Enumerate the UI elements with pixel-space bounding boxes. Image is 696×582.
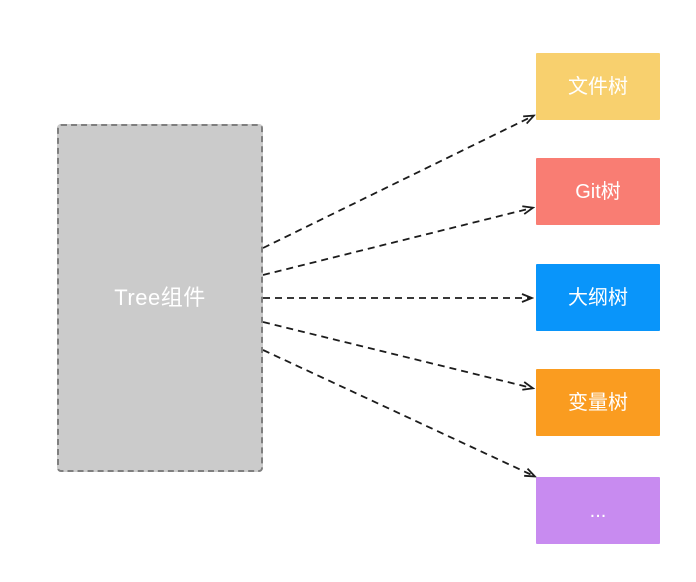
target-node-label: 变量树	[568, 391, 628, 414]
target-node-label: ...	[589, 499, 607, 522]
edge-source-to-git-tree	[262, 208, 532, 276]
target-node-variable-tree: 变量树	[536, 369, 660, 436]
target-node-git-tree: Git树	[536, 158, 660, 225]
target-node-label: 大纲树	[568, 286, 628, 309]
edge-source-to-file-tree	[262, 116, 533, 249]
target-node-label: Git树	[575, 180, 621, 203]
target-node-outline-tree: 大纲树	[536, 264, 660, 331]
target-node-label: 文件树	[568, 75, 628, 98]
edge-source-to-variable-tree	[262, 321, 532, 388]
target-node-more: ...	[536, 477, 660, 544]
source-node-label: Tree组件	[114, 285, 206, 310]
target-node-file-tree: 文件树	[536, 53, 660, 120]
edge-source-to-more	[262, 349, 534, 476]
source-node-tree-component: Tree组件	[57, 124, 263, 472]
